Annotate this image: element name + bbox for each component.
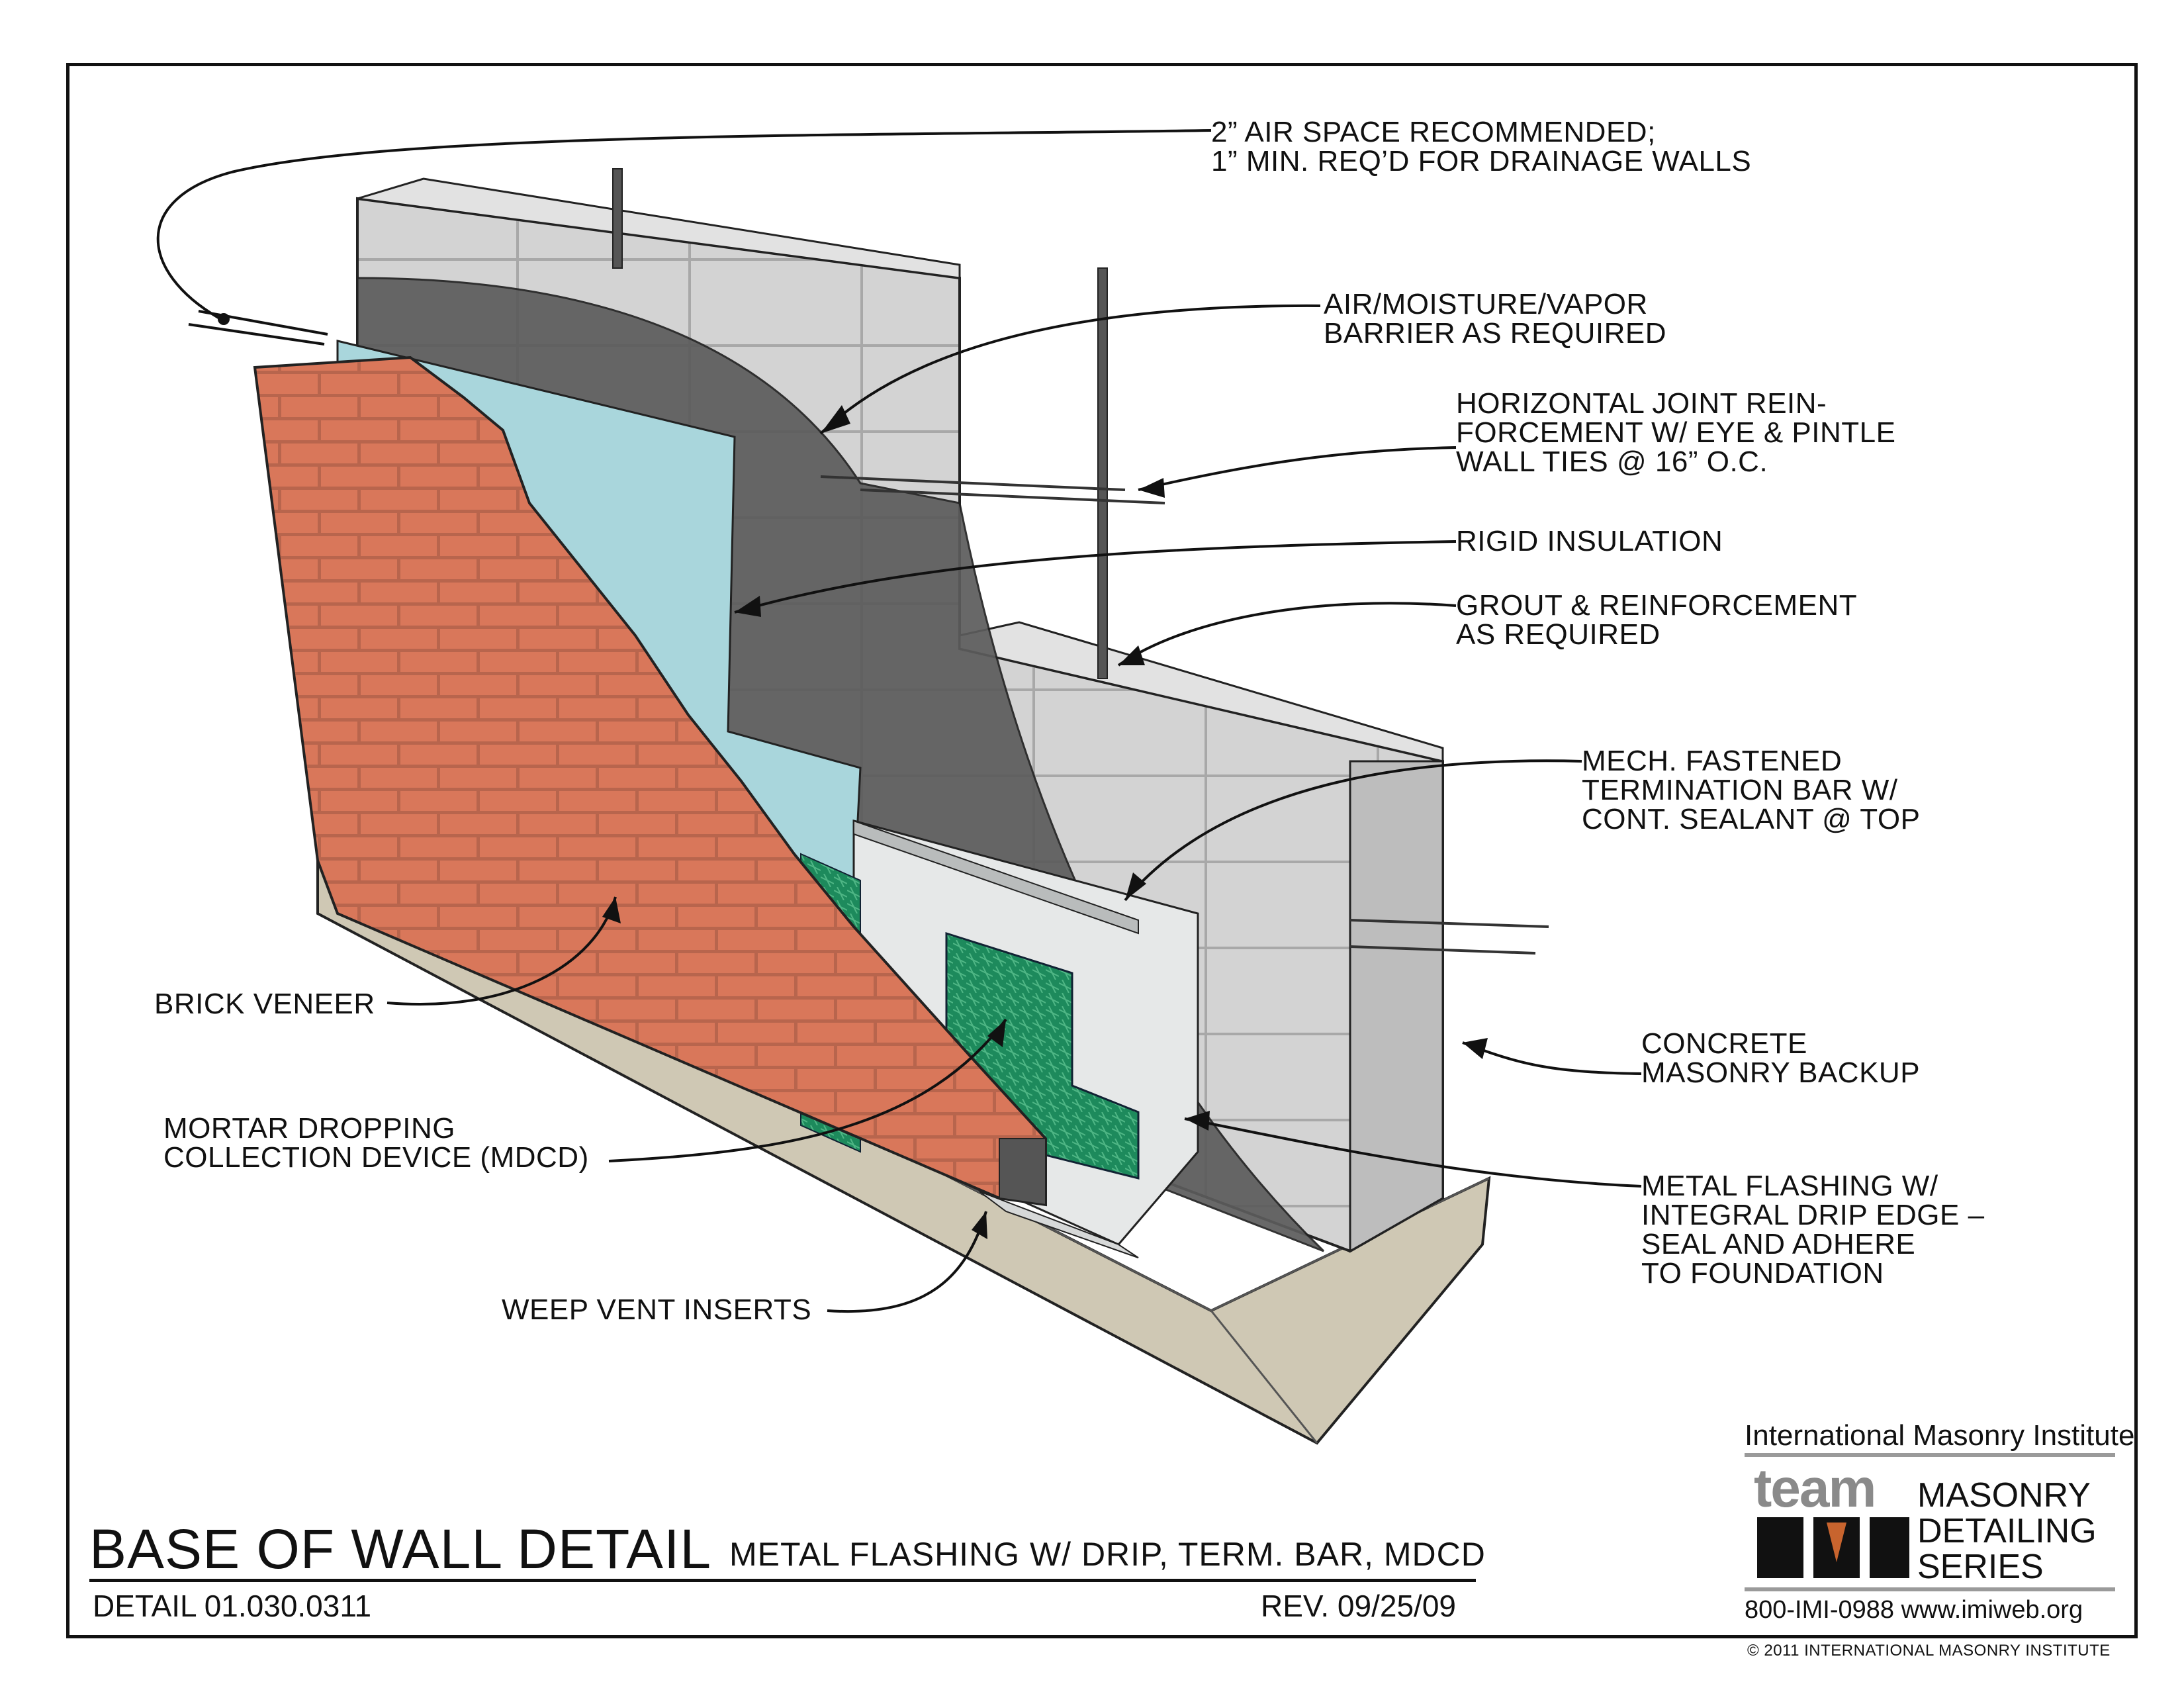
title-block-lines	[89, 1453, 2115, 1591]
label-air-space: 2” AIR SPACE RECOMMENDED; 1” MIN. REQ’D …	[1211, 116, 1752, 177]
drawing-title: BASE OF WALL DETAIL	[89, 1518, 712, 1580]
detail-number: DETAIL 01.030.0311	[93, 1589, 372, 1623]
brick-veneer	[253, 355, 1047, 1207]
team-wordmark: team	[1754, 1458, 1876, 1519]
copyright-notice: © 2011 INTERNATIONAL MASONRY INSTITUTE	[1747, 1642, 2111, 1660]
label-brick-veneer: BRICK VENEER	[154, 988, 375, 1020]
label-rigid-insulation: RIGID INSULATION	[1456, 525, 1723, 557]
label-weep-vent: WEEP VENT INSERTS	[502, 1293, 812, 1326]
drawing-border	[66, 63, 2138, 1638]
series-name: MASONRY DETAILING SERIES	[1917, 1476, 2097, 1586]
label-metal-flashing: METAL FLASHING W/ INTEGRAL DRIP EDGE – S…	[1641, 1170, 1985, 1289]
leader-lines	[156, 129, 1642, 1313]
label-termination-bar: MECH. FASTENED TERMINATION BAR W/ CONT. …	[1582, 745, 1921, 835]
imi-logo-mark	[1757, 1517, 1909, 1578]
contact-info: 800-IMI-0988 www.imiweb.org	[1745, 1596, 2083, 1624]
leader-arrowheads	[218, 313, 1488, 1239]
label-mdcd: MORTAR DROPPING COLLECTION DEVICE (MDCD)	[163, 1112, 589, 1174]
drawing-subtitle: METAL FLASHING W/ DRIP, TERM. BAR, MDCD	[729, 1536, 1486, 1573]
organization-name: International Masonry Institute	[1745, 1419, 2135, 1452]
reinforcing-bars	[612, 168, 1108, 679]
label-barrier: AIR/MOISTURE/VAPOR BARRIER AS REQUIRED	[1324, 288, 1667, 350]
label-concrete-backup: CONCRETE MASONRY BACKUP	[1641, 1027, 1921, 1089]
label-joint-reinforcement: HORIZONTAL JOINT REIN- FORCEMENT W/ EYE …	[1456, 387, 1896, 478]
wall-ties	[820, 475, 1549, 955]
revision-date: REV. 09/25/09	[1261, 1589, 1456, 1623]
label-grout: GROUT & REINFORCEMENT AS REQUIRED	[1456, 589, 1858, 651]
